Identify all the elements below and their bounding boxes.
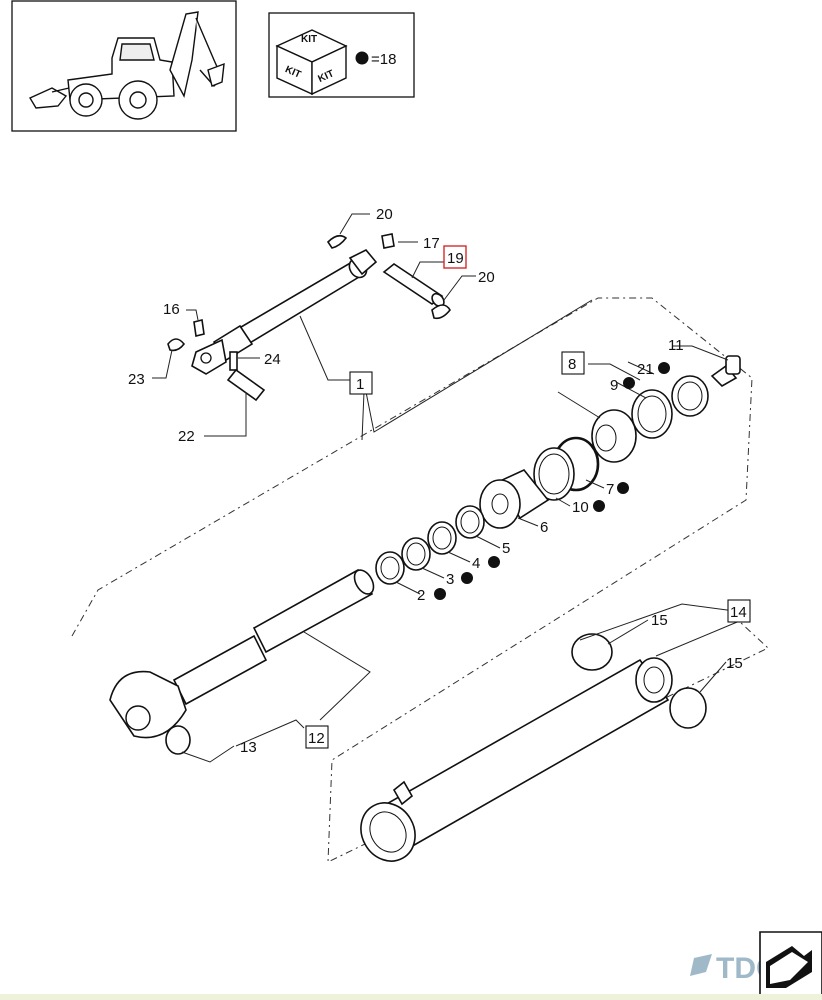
kit-legend: KIT KIT KIT =18: [268, 12, 415, 98]
callout-5: 5: [502, 540, 510, 557]
leader-lines: [152, 213, 743, 763]
callout-10: 10: [572, 499, 589, 516]
callout-4: 4: [472, 555, 480, 572]
exploded-seals: [375, 355, 741, 585]
callout-labels: 20 17 19 20 16 23 24 22 1 11 8 21 9 7 10…: [128, 206, 747, 756]
kit-dot-icon: [593, 500, 605, 512]
machine-thumbnail: [11, 0, 237, 132]
callout-8: 8: [568, 356, 576, 373]
next-page-button[interactable]: [759, 931, 822, 999]
callout-21: 21: [637, 361, 654, 378]
kit-markers: [434, 362, 670, 600]
kit-dot-icon: [355, 51, 369, 65]
kit-dot-icon: [461, 572, 473, 584]
cylinder-barrel: [360, 633, 707, 862]
callout-12: 12: [308, 730, 325, 747]
callout-11: 11: [668, 337, 684, 354]
kit-dot-icon: [434, 588, 446, 600]
callout-17: 17: [423, 235, 440, 252]
callout-15: 15: [726, 655, 743, 672]
callout-22: 22: [178, 428, 195, 445]
callout-19: 19: [447, 250, 464, 267]
boxed-callouts: [305, 245, 751, 749]
piston-rod: [109, 568, 375, 755]
backhoe-loader-icon: [28, 11, 225, 120]
callout-13: 13: [240, 739, 257, 756]
kit-face-top-label: KIT: [301, 34, 317, 45]
small-parts: [167, 233, 451, 402]
highlight-box-19: [443, 245, 467, 269]
callout-20: 20: [478, 269, 495, 286]
callout-14: 14: [730, 604, 747, 621]
callout-16: 16: [163, 301, 180, 318]
kit-equals-text: =18: [371, 51, 396, 68]
callout-23: 23: [128, 371, 145, 388]
callout-2: 2: [417, 587, 425, 604]
kit-box-icon: KIT KIT KIT: [275, 29, 348, 96]
kit-dot-icon: [488, 556, 500, 568]
kit-dot-icon: [617, 482, 629, 494]
callout-1: 1: [356, 376, 364, 393]
kit-dot-icon: [623, 377, 635, 389]
group-outlines: [71, 297, 769, 863]
callout-7: 7: [606, 481, 614, 498]
callout-15: 15: [651, 612, 668, 629]
tdc-logo-icon: [690, 954, 712, 976]
callout-6: 6: [540, 519, 548, 536]
callout-3: 3: [446, 571, 454, 588]
callout-24: 24: [264, 351, 281, 368]
kit-dot-icon: [658, 362, 670, 374]
callout-20: 20: [376, 206, 393, 223]
callout-9: 9: [610, 377, 618, 394]
assembled-cylinder: [191, 249, 378, 375]
